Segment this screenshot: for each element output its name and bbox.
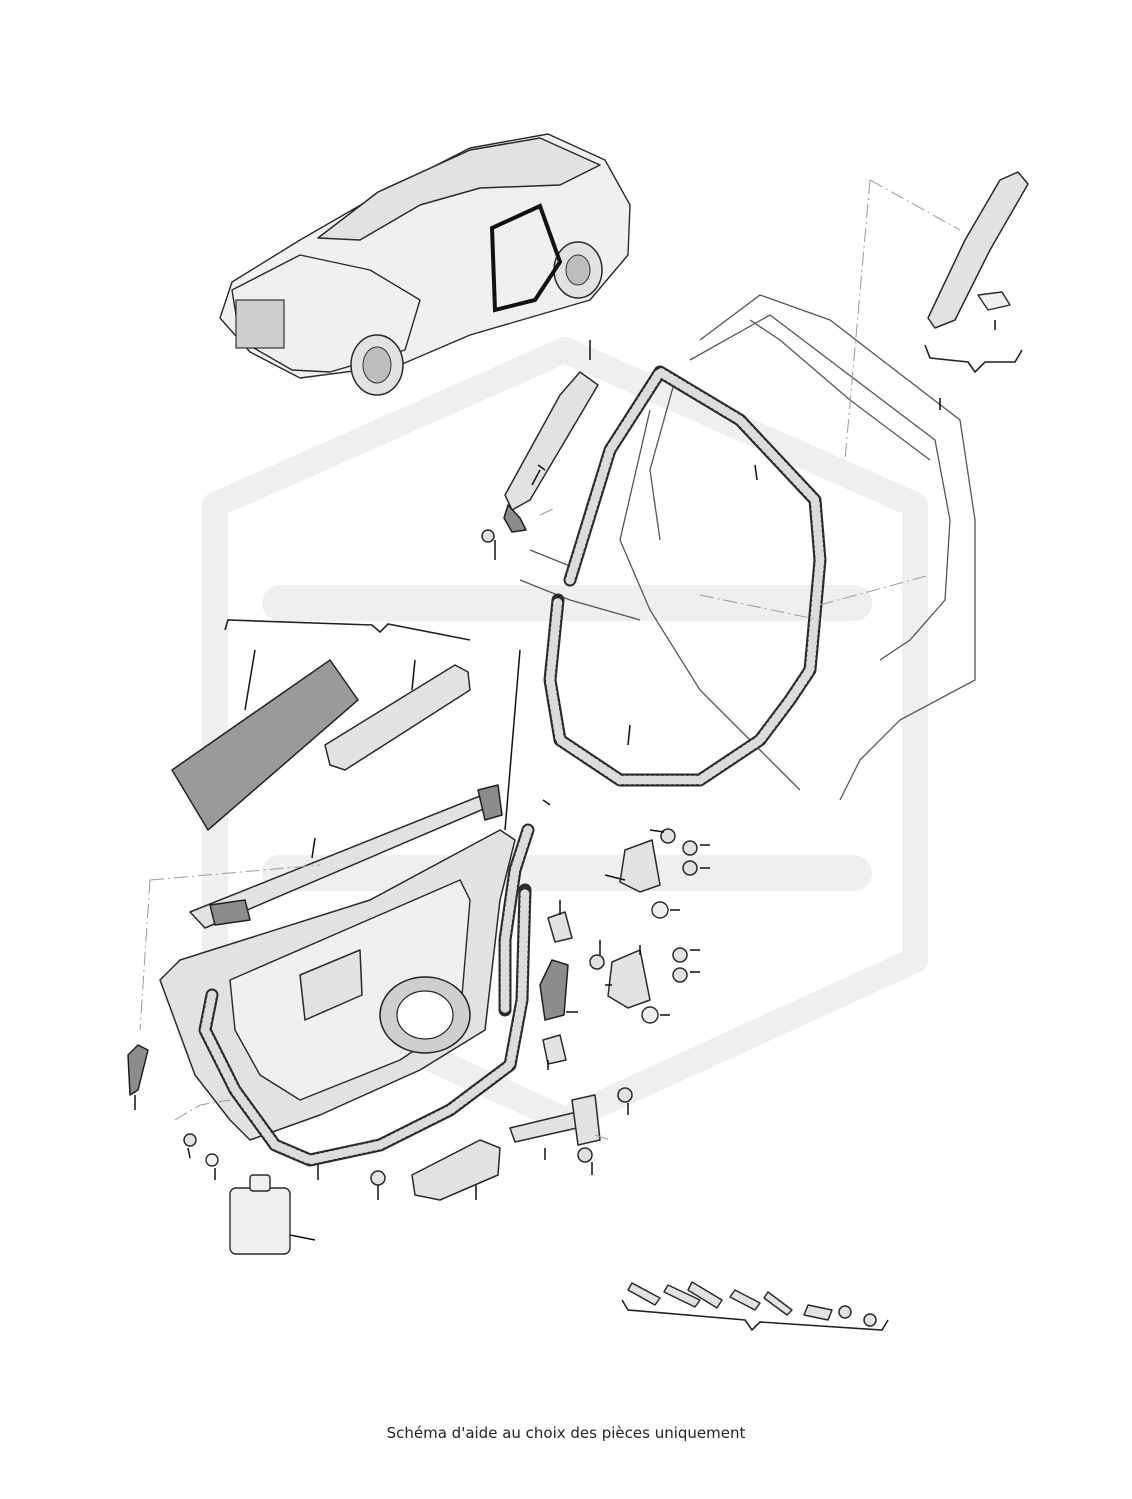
- lower-hinge: [589, 947, 688, 1024]
- door-brace: [324, 664, 471, 771]
- door-seal-lower: [198, 883, 532, 1167]
- body-side-panel: [519, 294, 976, 801]
- window-frame-trim: [503, 371, 599, 533]
- body-side-bracket: [927, 171, 1029, 329]
- adhesive-bottle: [229, 1174, 291, 1255]
- door-check-strap: [509, 1087, 633, 1163]
- door-shell: [159, 829, 516, 1141]
- diagram-caption: Schéma d'aide au choix des pièces unique…: [386, 1424, 746, 1442]
- window-channel-strip: [189, 784, 503, 929]
- striker-plate: [539, 911, 573, 1065]
- fastener-set: [627, 1281, 877, 1327]
- door-seal-upper: [498, 823, 535, 1017]
- pad-brace: [224, 619, 471, 641]
- assembly-lines: [139, 179, 961, 1141]
- vehicle-overview: [219, 133, 631, 396]
- bracket-brace: [924, 344, 1023, 374]
- grommet: [127, 1044, 149, 1096]
- leader-lines: [134, 320, 996, 1241]
- upper-hinge: [619, 828, 698, 919]
- fastener-brace: [621, 1299, 889, 1332]
- door-opening-seal: [543, 365, 827, 787]
- door-fasteners: [183, 529, 495, 1186]
- door-handle-carrier: [411, 1139, 501, 1201]
- sound-insulation-pad: [170, 658, 360, 832]
